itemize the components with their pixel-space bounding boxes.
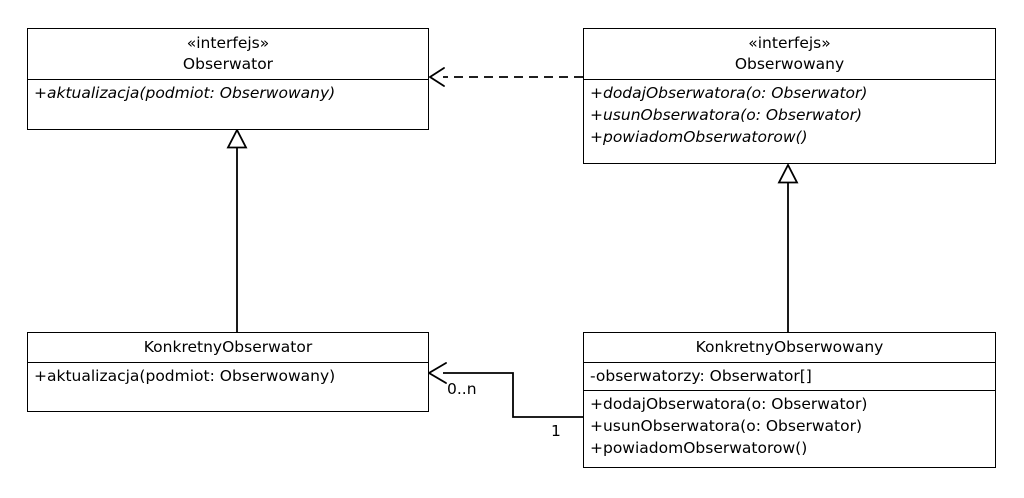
- hollow-triangle-icon-left: [226, 128, 248, 149]
- class-title-obserwowany: «interfejs» Obserwowany: [584, 29, 995, 79]
- dependency-connector: [428, 67, 583, 87]
- class-members-konkretny-obserwowany: +dodajObserwatora(o: Obserwator) +usunOb…: [584, 390, 995, 467]
- class-title-konkretny-obserwator: KonkretnyObserwator: [28, 333, 428, 362]
- member-usun-obserwatora: +usunObserwatora(o: Obserwator): [590, 106, 863, 124]
- attribute-obserwatorzy: -obserwatorzy: Obserwator[]: [590, 367, 812, 385]
- member-dodaj-obserwatora: +dodajObserwatora(o: Obserwator): [590, 84, 868, 102]
- class-box-obserwowany[interactable]: «interfejs» Obserwowany +dodajObserwator…: [583, 28, 996, 164]
- class-box-konkretny-obserwator[interactable]: KonkretnyObserwator +aktualizacja(podmio…: [27, 332, 429, 412]
- class-name-konkretny-obserwator: KonkretnyObserwator: [143, 338, 313, 356]
- member-powiadom-obserwatorow: +powiadomObserwatorow(): [590, 128, 808, 146]
- class-title-obserwator: «interfejs» Obserwator: [28, 29, 428, 79]
- class-name-obserwowany: Obserwowany: [734, 55, 845, 73]
- member-usun-obserwatora-impl: +usunObserwatora(o: Obserwator): [590, 417, 863, 435]
- class-box-konkretny-obserwowany[interactable]: KonkretnyObserwowany -obserwatorzy: Obse…: [583, 332, 996, 468]
- stereotype-label-obserwator: «interfejs»: [186, 34, 270, 52]
- member-dodaj-obserwatora-impl: +dodajObserwatora(o: Obserwator): [590, 395, 868, 413]
- member-aktualizacja-impl: +aktualizacja(podmiot: Obserwowany): [34, 367, 336, 385]
- class-attributes-konkretny-obserwowany: -obserwatorzy: Obserwator[]: [584, 362, 995, 390]
- member-aktualizacja: +aktualizacja(podmiot: Obserwowany): [34, 84, 336, 102]
- class-title-konkretny-obserwowany: KonkretnyObserwowany: [584, 333, 995, 362]
- stereotype-label-obserwowany: «interfejs»: [748, 34, 831, 52]
- multiplicity-label-target: 0..n: [447, 380, 477, 398]
- generalization-connector-left: [226, 128, 248, 332]
- dependency-arrowhead-icon: [428, 67, 445, 87]
- class-members-obserwator: +aktualizacja(podmiot: Obserwowany): [28, 79, 428, 129]
- class-members-konkretny-obserwator: +aktualizacja(podmiot: Obserwowany): [28, 362, 428, 411]
- member-powiadom-obserwatorow-impl: +powiadomObserwatorow(): [590, 439, 808, 457]
- association-arrowhead-icon: [427, 362, 447, 384]
- generalization-connector-right: [777, 163, 799, 332]
- multiplicity-label-source: 1: [551, 422, 561, 440]
- hollow-triangle-icon-right: [777, 163, 799, 184]
- class-name-konkretny-obserwowany: KonkretnyObserwowany: [695, 338, 884, 356]
- class-members-obserwowany: +dodajObserwatora(o: Obserwator) +usunOb…: [584, 79, 995, 163]
- class-box-obserwator[interactable]: «interfejs» Obserwator +aktualizacja(pod…: [27, 28, 429, 130]
- class-name-obserwator: Obserwator: [182, 55, 274, 73]
